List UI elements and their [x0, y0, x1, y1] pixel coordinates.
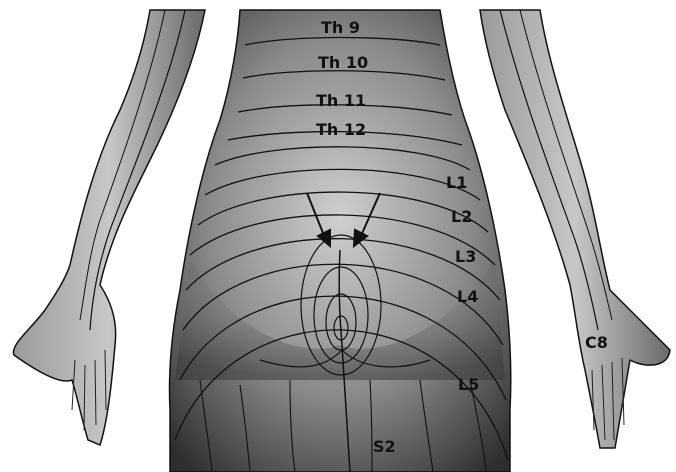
label-th12: Th 12: [316, 120, 366, 139]
label-l3: L3: [455, 247, 476, 266]
label-c8: C8: [585, 333, 608, 352]
label-th9: Th 9: [321, 18, 360, 37]
label-th10: Th 10: [318, 53, 368, 72]
label-l2: L2: [451, 207, 472, 226]
label-l1: L1: [446, 173, 467, 192]
label-th11: Th 11: [316, 91, 366, 110]
label-s2: S2: [373, 437, 396, 456]
label-l5: L5: [458, 375, 479, 394]
label-l4: L4: [457, 287, 478, 306]
